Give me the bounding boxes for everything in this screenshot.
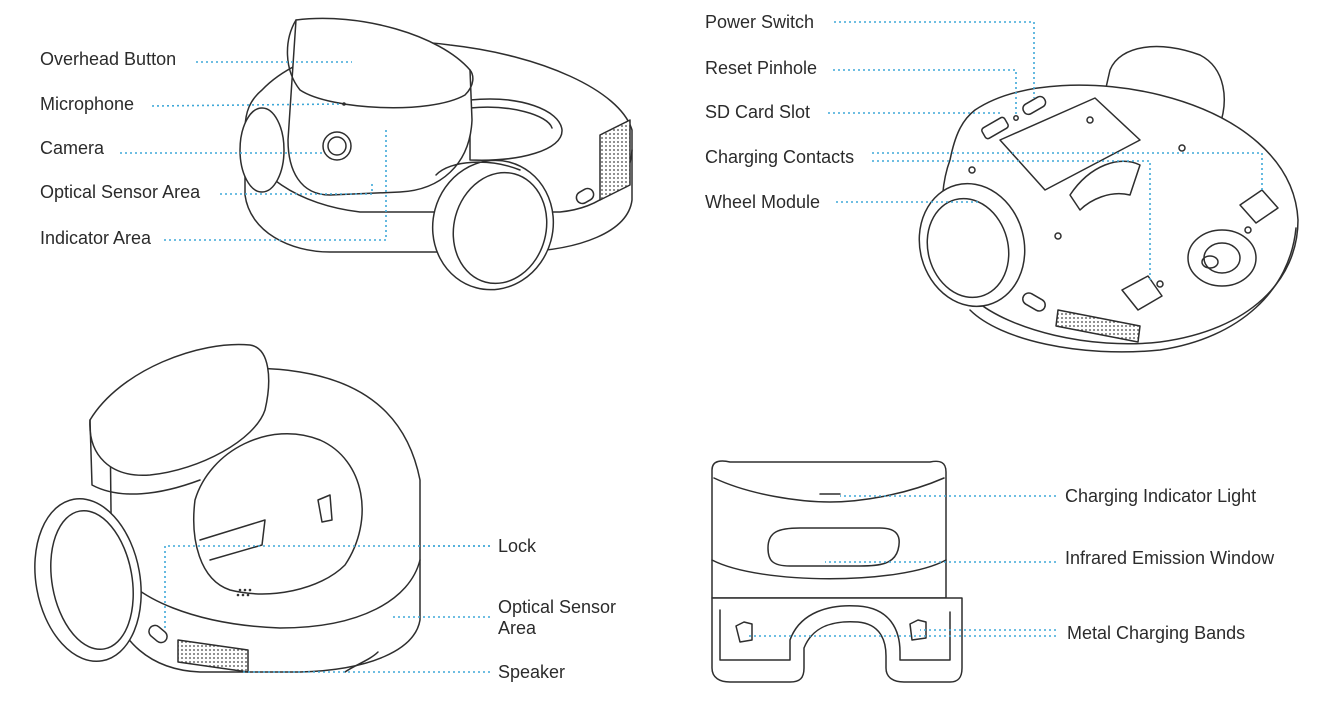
leader-lines: [120, 21, 1263, 673]
label-reset-pinhole: Reset Pinhole: [705, 58, 818, 78]
label-indicator-area: Indicator Area: [40, 228, 152, 248]
label-lock: Lock: [498, 536, 537, 556]
label-speaker: Speaker: [498, 662, 566, 682]
label-charging-indicator-light: Charging Indicator Light: [1065, 486, 1257, 506]
robot-bottom-view: [918, 45, 1299, 353]
robot-front-view: [239, 17, 633, 291]
label-infrared-emission-window: Infrared Emission Window: [1065, 548, 1275, 568]
label-sd-card-slot: SD Card Slot: [705, 102, 811, 122]
label-wheel-module: Wheel Module: [705, 192, 821, 212]
charging-dock-view: [711, 460, 963, 683]
label-charging-contacts: Charging Contacts: [705, 147, 855, 167]
label-optical-sensor-area-rear: Optical Sensor Area: [498, 597, 617, 638]
label-optical-sensor-area: Optical Sensor Area: [40, 182, 201, 202]
label-camera: Camera: [40, 138, 105, 158]
label-overhead-button: Overhead Button: [40, 49, 177, 69]
label-power-switch: Power Switch: [705, 12, 815, 32]
robot-rear-view: [34, 343, 421, 673]
label-microphone: Microphone: [40, 94, 135, 114]
label-metal-charging-bands: Metal Charging Bands: [1067, 623, 1246, 643]
